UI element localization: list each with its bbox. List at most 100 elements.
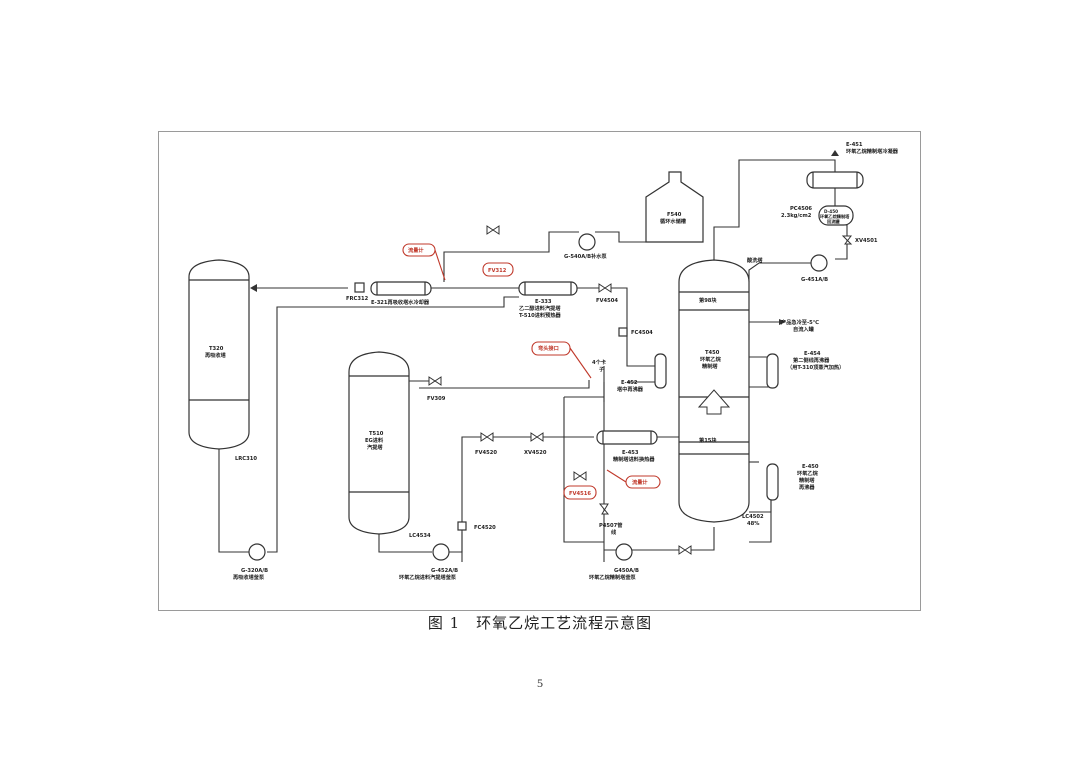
g450-pump-icon [615, 543, 633, 561]
label-frc312: FRC312 [346, 296, 369, 302]
label-wantou: 弯头接口 [538, 344, 559, 352]
g451-pump-icon [810, 254, 828, 272]
g320-pump-icon [248, 543, 266, 561]
label-flowmeter1: 流量计 [408, 246, 424, 254]
xv4520-valve-icon [530, 432, 544, 442]
label-lc4502: LC4502 [742, 514, 764, 520]
label-e451-1: E-451 [846, 142, 863, 148]
label-pc4506: PC4506 [790, 206, 812, 212]
e452-reboiler [654, 353, 667, 389]
pipe-t320-g320 [218, 444, 249, 553]
label-e333-3: T-510进料预热器 [519, 311, 562, 319]
label-lc4534: LC4534 [409, 533, 431, 539]
e321-exchanger [370, 281, 432, 296]
pipe-t450-e451 [713, 159, 836, 262]
t510-column [348, 351, 410, 535]
e333-exchanger [518, 281, 578, 296]
pipe-g452-fv4520 [461, 436, 594, 562]
pipe-fv4516-loop [563, 397, 604, 543]
label-e454-3: （用T-310顶蒸汽加热） [787, 363, 844, 371]
pipe-g320-e333 [267, 296, 519, 553]
bottom-valve-icon [678, 545, 692, 555]
figure-caption: 图 1 环氧乙烷工艺流程示意图 [427, 614, 653, 632]
t320-column [188, 259, 250, 450]
fc4504-box [618, 327, 628, 337]
fv312-valve-icon [486, 225, 500, 235]
diagram-frame: E-451 环氧乙烷精制塔冷凝器 PC4506 2.3kg/cm2 XV4501… [158, 131, 921, 611]
label-g450-1: G450A/B [614, 568, 639, 574]
label-e450-4: 再沸器 [799, 483, 815, 491]
label-fv312: FV312 [488, 268, 507, 274]
e454-reboiler [766, 353, 779, 389]
label-g450-2: 环氧乙烷精制塔釜泵 [589, 573, 637, 581]
label-e450-3: 精制塔 [799, 476, 815, 484]
flowmeter1-leader [434, 249, 446, 281]
label-g320-1: G-320A/B [241, 568, 268, 574]
pipe-fv312 [443, 231, 579, 282]
label-f540-2: 循环水储槽 [660, 217, 687, 225]
label-t320-2: 再吸收塔 [205, 351, 227, 359]
arrow-product-icon [779, 319, 786, 325]
label-e333-2: 乙二醇进料汽提塔 [519, 304, 561, 312]
label-plate98: 第98块 [699, 296, 717, 304]
label-t510-3: 汽提塔 [367, 443, 383, 451]
label-jiexi: 酸洗塔 [747, 256, 763, 264]
label-p4507-1: P4507管 [599, 521, 622, 529]
label-e450-1: E-450 [802, 464, 819, 470]
pipe-e333-e452 [577, 287, 659, 367]
page-number: 5 [537, 676, 543, 690]
pipe-d450-g451 [835, 224, 848, 260]
g452-pump-icon [432, 543, 450, 561]
label-product-2: 自流入罐 [793, 325, 815, 333]
fc4520-box [457, 521, 467, 531]
label-fc4504: FC4504 [631, 330, 653, 336]
label-e450-2: 环氧乙烷 [797, 469, 819, 477]
label-d450-1: D-450 [824, 209, 838, 214]
wantou-leader [569, 347, 592, 379]
pipe-fv309 [419, 380, 590, 389]
label-lc4502-val: 48% [747, 521, 760, 527]
label-flowmeter2: 流量计 [632, 478, 648, 486]
label-e452-1: E-452 [621, 380, 638, 386]
fv4516-oval [563, 485, 597, 500]
label-fv4504: FV4504 [596, 298, 618, 304]
p4507-valve-icon [598, 503, 610, 515]
fv309-valve-icon [428, 376, 442, 386]
fv312-oval [482, 262, 514, 277]
process-flow-diagram: E-451 环氧乙烷精制塔冷凝器 PC4506 2.3kg/cm2 XV4501… [188, 142, 899, 581]
label-sigeka-1: 4个卡 [592, 358, 607, 366]
label-d450-3: 回流罐 [827, 218, 840, 225]
arrow-t320-icon [250, 284, 257, 292]
f540-tank [645, 171, 704, 243]
frc312-box [354, 282, 365, 293]
flowmeter2-leader [606, 469, 627, 483]
pipe-g540-f540 [595, 231, 646, 243]
label-fv4516: FV4516 [569, 491, 591, 497]
label-fv309: FV309 [427, 396, 446, 402]
pipe-t510-g452 [378, 530, 432, 553]
label-t450-1: T450 [705, 350, 720, 356]
label-e333-1: E-333 [535, 299, 552, 305]
label-g452-2: 环氧乙烷进料汽提塔釜泵 [399, 573, 457, 581]
label-xv4520: XV4520 [524, 450, 547, 456]
fv4520-valve-icon [480, 432, 494, 442]
label-t450-2: 环氧乙烷 [700, 355, 722, 363]
pipe-g450-t450 [604, 527, 715, 551]
pipe-g452-fc4520 [449, 532, 463, 553]
label-product-1: 产品急冷至-5℃ [781, 318, 819, 326]
xv4501-valve-icon [841, 235, 853, 245]
e453-exchanger [596, 430, 658, 445]
label-e453-1: E-453 [622, 450, 639, 456]
arrow-e451-icon [831, 150, 839, 156]
label-e453-2: 精制塔进料换热器 [613, 455, 655, 463]
label-xv4501: XV4501 [855, 238, 878, 244]
label-fc4520: FC4520 [474, 525, 496, 531]
label-e454-2: 第二侧线再沸器 [793, 356, 830, 364]
label-fv4520: FV4520 [475, 450, 497, 456]
d450-drum [818, 205, 854, 226]
label-e451-2: 环氧乙烷精制塔冷凝器 [846, 147, 899, 155]
label-g320-2: 再吸收塔釜泵 [233, 573, 265, 581]
t450-internal-arrow-icon [697, 389, 731, 415]
g540-pump-icon [578, 233, 596, 251]
label-g540: G-540A/B补水泵 [564, 252, 607, 260]
